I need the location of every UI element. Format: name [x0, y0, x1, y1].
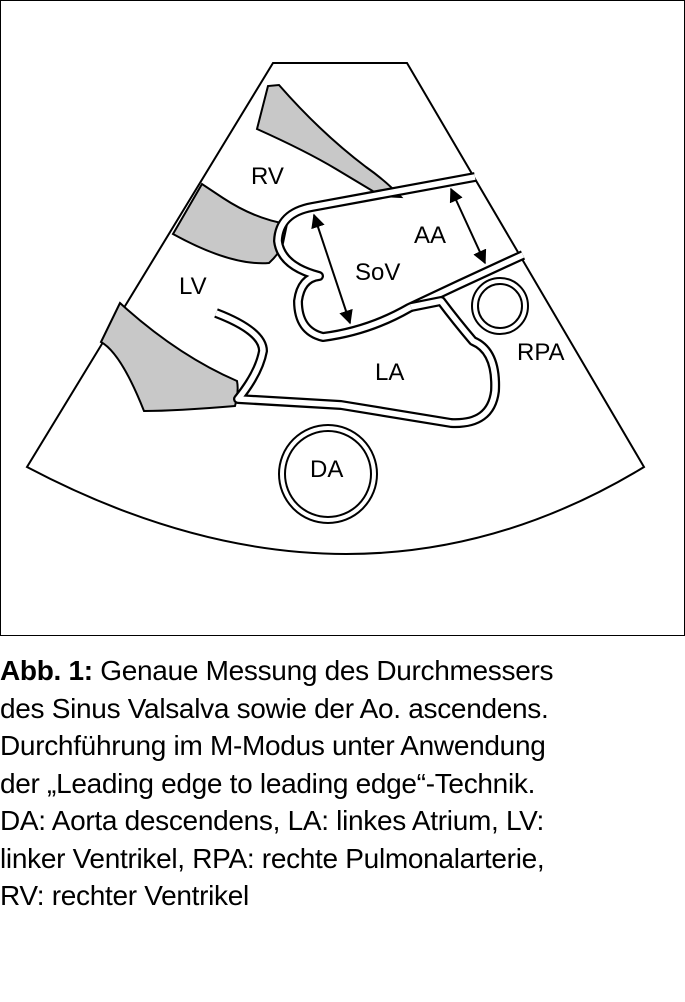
- caption-line-2: des Sinus Valsalva sowie der Ao. ascende…: [0, 692, 549, 724]
- label-aa: AA: [414, 222, 446, 249]
- caption-line-1: Abb. 1: Genaue Messung des Durchmessers: [0, 652, 685, 690]
- caption-line-4: der „Leading edge to leading edge“-Techn…: [0, 767, 536, 799]
- sov-measurement-arrow: [311, 213, 353, 325]
- figure-caption: Abb. 1: Genaue Messung des Durchmessers …: [0, 652, 685, 915]
- caption-line-3: Durchführung im M-Modus unter Anwendung: [0, 730, 546, 761]
- caption-line-5: DA: Aorta descendens, LA: linkes Atrium,…: [0, 805, 544, 836]
- label-la: LA: [375, 359, 404, 386]
- aa-measurement-arrow: [449, 187, 487, 265]
- caption-line-6: linker Ventrikel, RPA: rechte Pulmonalar…: [0, 842, 545, 874]
- caption-figure-number: Abb. 1:: [0, 655, 93, 686]
- echo-diagram: RV LV AA SoV LA RPA DA: [25, 62, 646, 555]
- label-rpa: RPA: [517, 339, 565, 366]
- la-wall-inner: [215, 298, 498, 426]
- figure-frame: RV LV AA SoV LA RPA DA: [0, 0, 685, 636]
- label-da: DA: [310, 456, 343, 483]
- caption-line-7: RV: rechter Ventrikel: [0, 880, 249, 911]
- label-lv: LV: [179, 273, 207, 300]
- rpa-inner: [477, 283, 523, 329]
- caption-line-1-text: Genaue Messung des Durchmessers: [92, 655, 554, 686]
- rv-wall-top: [255, 83, 404, 199]
- label-sov: SoV: [355, 259, 400, 286]
- da-inner: [284, 430, 372, 518]
- label-rv: RV: [251, 163, 284, 190]
- lv-posterior-wall: [99, 301, 239, 413]
